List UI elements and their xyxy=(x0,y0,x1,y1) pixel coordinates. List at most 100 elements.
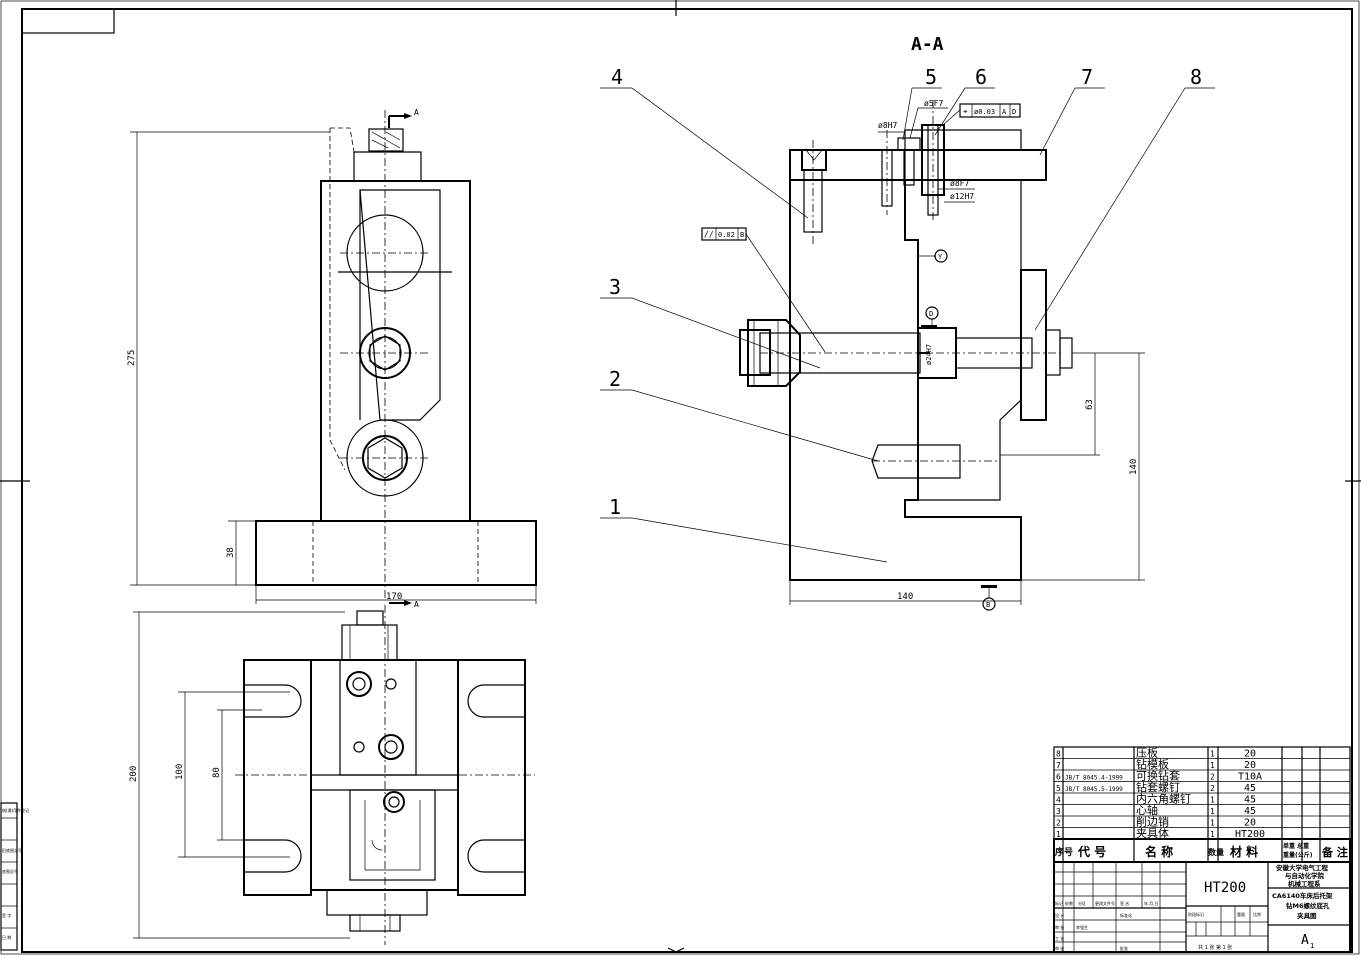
title-sheet-count: 共 1 张 第 1 张 xyxy=(1198,944,1232,951)
title-weight-label: 重量 xyxy=(1237,911,1245,917)
bom-cell-name: 可换钻套 xyxy=(1136,769,1180,783)
bom-cell-no: 6 xyxy=(1056,773,1061,782)
bom-cell-material: 45 xyxy=(1244,806,1256,817)
bom-cell-qty: 2 xyxy=(1210,773,1215,782)
bom-header-no: 序号 xyxy=(1055,846,1073,858)
section-title: A-A xyxy=(911,34,944,55)
bom-cell-qty: 1 xyxy=(1210,819,1215,828)
bom-header: 序号 代 号 名 称 数量 材 料 单重 总重 重量(公斤) 备 注 xyxy=(1055,842,1348,859)
dim-200: 200 xyxy=(129,766,139,782)
section-arrow-top: A xyxy=(414,108,419,117)
title-standardize: 标准化 xyxy=(1120,912,1132,918)
tol-parallel-ref: B xyxy=(740,231,744,239)
datum-y: Y xyxy=(938,253,943,261)
tol-bore-8a: ø8H7 xyxy=(878,121,897,130)
title-sign-process: 工 艺 xyxy=(1055,936,1064,941)
balloon-5: 5 xyxy=(925,65,937,89)
bom-cell-no: 7 xyxy=(1056,761,1061,770)
dim-275: 275 xyxy=(127,350,137,366)
top-view-dimensions: 200 100 80 xyxy=(129,611,350,939)
bom-header-remark: 备 注 xyxy=(1321,845,1348,859)
bom-cell-name: 夹具体 xyxy=(1136,826,1169,840)
bom-cell-name: 钻套螺钉 xyxy=(1136,780,1180,794)
title-student: 李强生 xyxy=(1076,924,1088,930)
tol-bore-12: ø12H7 xyxy=(950,192,974,201)
bom-cell-no: 1 xyxy=(1056,830,1061,839)
side-strip-label-1: 借(通)用件登记 xyxy=(2,807,29,813)
bom-cell-material: 20 xyxy=(1244,749,1256,760)
bom-cell-name: 心轴 xyxy=(1136,803,1158,817)
bom-cell-material: 20 xyxy=(1244,760,1256,771)
tol-bore-24: ø24H7 xyxy=(925,344,933,365)
dim-100: 100 xyxy=(175,764,185,780)
bom-cell-name: 内六角螺钉 xyxy=(1136,792,1191,806)
title-material: HT200 xyxy=(1204,880,1246,896)
front-view: A A xyxy=(255,108,537,609)
bom-cell-material: T10A xyxy=(1238,772,1262,783)
side-strip: 借(通)用件登记 旧底图总号 底图总号 签 字 日 期 xyxy=(0,802,29,951)
bom-cell-qty: 1 xyxy=(1210,750,1215,759)
sect-dim-63: 63 xyxy=(1085,399,1095,410)
sect-dim-140h: 140 xyxy=(897,592,913,602)
balloon-2: 2 xyxy=(609,367,621,391)
title-scale-label: 比例 xyxy=(1253,911,1261,917)
bom-header-qty: 数量 xyxy=(1208,847,1224,857)
title-school-3: 机械工程系 xyxy=(1288,879,1321,888)
balloon-1: 1 xyxy=(609,495,621,519)
bom-header-material: 材 料 xyxy=(1229,844,1258,859)
bom-cell-code: JB/T 8045.4-1999 xyxy=(1065,775,1123,782)
tol-position: ø0.03 xyxy=(974,108,995,116)
balloon-3: 3 xyxy=(609,275,621,299)
title-row-label-5: 签 名 xyxy=(1120,900,1129,906)
bom-header-weight: 单重 总重 xyxy=(1283,842,1309,850)
bom-cell-material: HT200 xyxy=(1235,829,1265,840)
sect-dim-140v: 140 xyxy=(1129,459,1139,475)
tolerance-callouts: ø8H7 ø5F7 ⌖ ø0.03 A D ø8F7 ø12H7 ø24H7 /… xyxy=(701,99,1021,365)
title-school-2: 与自动化学院 xyxy=(1285,871,1325,880)
tol-parallel-value: 0.02 xyxy=(718,231,735,239)
section-arrow-bottom: A xyxy=(414,600,419,609)
balloon-4: 4 xyxy=(611,65,623,89)
bom-cell-material: 45 xyxy=(1244,795,1256,806)
title-sign-design: 设 计 xyxy=(1055,912,1064,918)
bom-cell-qty: 1 xyxy=(1210,761,1215,770)
bom-cell-name: 钻模板 xyxy=(1136,757,1169,771)
bom-cell-no: 3 xyxy=(1056,807,1061,816)
side-strip-label-5: 日 期 xyxy=(2,934,11,940)
dim-80: 80 xyxy=(212,767,222,778)
bom-cell-name: 削边销 xyxy=(1136,815,1169,829)
balloon-8: 8 xyxy=(1190,65,1202,89)
side-strip-label-3: 底图总号 xyxy=(2,868,18,874)
bom-cell-qty: 1 xyxy=(1210,796,1215,805)
balloon-6: 6 xyxy=(975,65,987,89)
title-row-label-4: 更改文件号 xyxy=(1095,900,1115,906)
bom-header-weight2: 重量(公斤) xyxy=(1283,851,1313,859)
pos-symbol-icon: ⌖ xyxy=(963,107,968,116)
title-row-label-6: 年.月.日 xyxy=(1144,900,1159,906)
bom-cell-qty: 2 xyxy=(1210,784,1215,793)
dim-38: 38 xyxy=(226,547,236,558)
title-row-label-3: 分区 xyxy=(1078,900,1086,906)
title-drawing-3: 夹具图 xyxy=(1297,911,1317,920)
section-view: A-A xyxy=(739,34,1073,598)
title-sign-review2: 审 核 xyxy=(1055,945,1064,951)
title-approve: 批准 xyxy=(1120,945,1128,951)
tol-position-ref1: A xyxy=(1002,108,1007,116)
tol-parallel-symbol: // xyxy=(704,230,714,239)
tol-bore-5: ø5F7 xyxy=(924,99,943,108)
bom-cell-name: 压板 xyxy=(1136,746,1158,760)
title-sheet-size-sub: 1 xyxy=(1310,942,1314,950)
tol-bore-8b: ø8F7 xyxy=(950,179,969,188)
dim-170: 170 xyxy=(386,592,402,602)
bom-cell-qty: 1 xyxy=(1210,830,1215,839)
bom-cell-no: 8 xyxy=(1056,750,1061,759)
datum-b: B xyxy=(986,601,990,609)
title-row-label-2: 处数 xyxy=(1065,900,1073,906)
bom-cell-qty: 1 xyxy=(1210,807,1215,816)
balloon-leaders: 1 2 3 4 5 6 7 8 xyxy=(600,65,1215,563)
balloon-7: 7 xyxy=(1081,65,1093,89)
title-drawing-2: 钻M6螺纹底孔 xyxy=(1286,901,1330,910)
side-strip-label-4: 签 字 xyxy=(2,912,11,918)
